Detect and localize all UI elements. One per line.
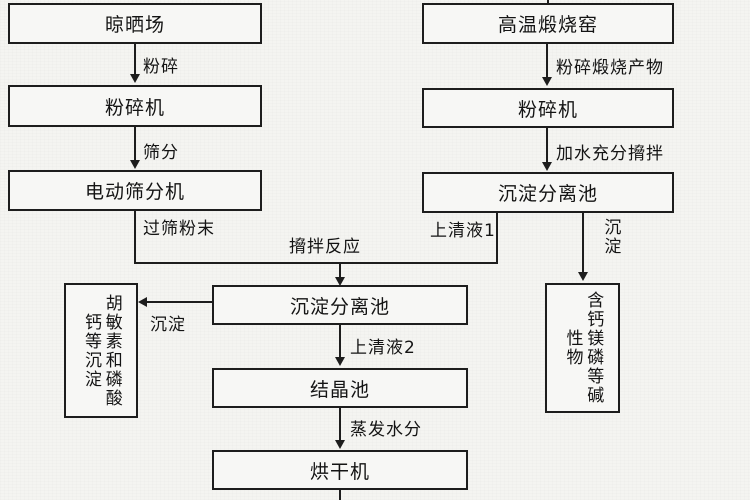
node-calcium-magnesium-phosphorus-alkaline-substance[interactable]: 含钙镁磷等碱性物 [545,283,620,413]
edge-label-evaporate-water: 蒸发水分 [350,420,422,440]
edge-label-supernatant-2: 上清液2 [350,338,416,358]
merge-bus-horizontal [134,262,498,264]
node-label: 含钙镁磷等碱性物 [562,291,604,405]
edge-n2-n3-line [134,127,136,163]
edge-label-precipitate-left: 沉淀 [150,315,186,335]
edge-n5-n6-line [546,128,548,165]
edge-n4-n5-arrowhead [542,77,552,86]
edge-n7-n8-line [339,325,341,360]
edge-merge-n7-arrowhead [335,277,345,286]
node-crusher-right[interactable]: 粉碎机 [422,88,674,128]
node-label: 粉碎机 [104,96,165,119]
edge-label-crush-1: 粉碎 [143,57,179,77]
edge-n7-n10-line [146,301,212,303]
edge-label-precipitate-right: 沉淀 [600,218,621,256]
edge-n6-merge-line [496,213,498,263]
edge-n6-n11-arrowhead [578,272,588,281]
node-humic-acid-calcium-phosphate-precipitate[interactable]: 胡敏素和磷酸钙等沉淀 [64,283,138,418]
node-label: 晾晒场 [104,14,165,36]
node-label: 高温煅烧窑 [497,14,598,36]
edge-n7-n10-arrowhead [138,297,147,307]
node-electric-sieving-machine[interactable]: 电动筛分机 [8,170,262,211]
node-label: 沉淀分离池 [497,183,598,205]
edge-n1-n2-arrowhead [130,74,140,83]
edge-label-supernatant-1: 上清液1 [430,221,496,241]
node-label: 粉碎机 [517,98,578,121]
edge-n8-n9-arrowhead [335,440,345,449]
node-label: 电动筛分机 [84,181,185,203]
edge-label-sieving: 筛分 [143,143,179,163]
node-label: 沉淀分离池 [289,295,390,318]
node-sun-drying-yard[interactable]: 晾晒场 [8,3,262,44]
node-dryer[interactable]: 烘干机 [212,450,468,490]
edge-n5-n6-arrowhead [542,162,552,171]
edge-label-stir-reaction: 搚拌反应 [289,237,361,257]
node-high-temp-calcining-kiln[interactable]: 高温煅烧窑 [422,3,674,44]
edge-label-add-water-stir: 加水充分搚拌 [556,144,664,164]
node-crystallization-tank[interactable]: 结晶池 [212,368,468,408]
node-settling-tank-right[interactable]: 沉淀分离池 [422,172,674,213]
edge-n2-n3-arrowhead [130,160,140,169]
node-settling-tank-center[interactable]: 沉淀分离池 [212,285,468,325]
node-crusher-left[interactable]: 粉碎机 [8,85,262,127]
node-label: 结晶池 [309,378,370,401]
edge-label-sieved-powder: 过筛粉末 [143,219,215,239]
node-label: 烘干机 [309,460,370,483]
edge-n8-n9-line [339,408,341,442]
edge-n3-merge-line [134,211,136,263]
node-label: 胡敏素和磷酸钙等沉淀 [81,293,122,408]
edge-merge-n7-line [339,262,341,282]
edge-label-crushed-calcined-product: 粉碎煅烧产物 [556,58,664,78]
edge-n6-n11-line [582,213,584,275]
edge-n4-n5-line [546,44,548,80]
edge-inlet-stub-kiln [547,0,549,5]
edge-dryer-outlet-stub [339,490,341,500]
edge-n7-n8-arrowhead [335,357,345,366]
edge-n1-n2-line [134,44,136,77]
